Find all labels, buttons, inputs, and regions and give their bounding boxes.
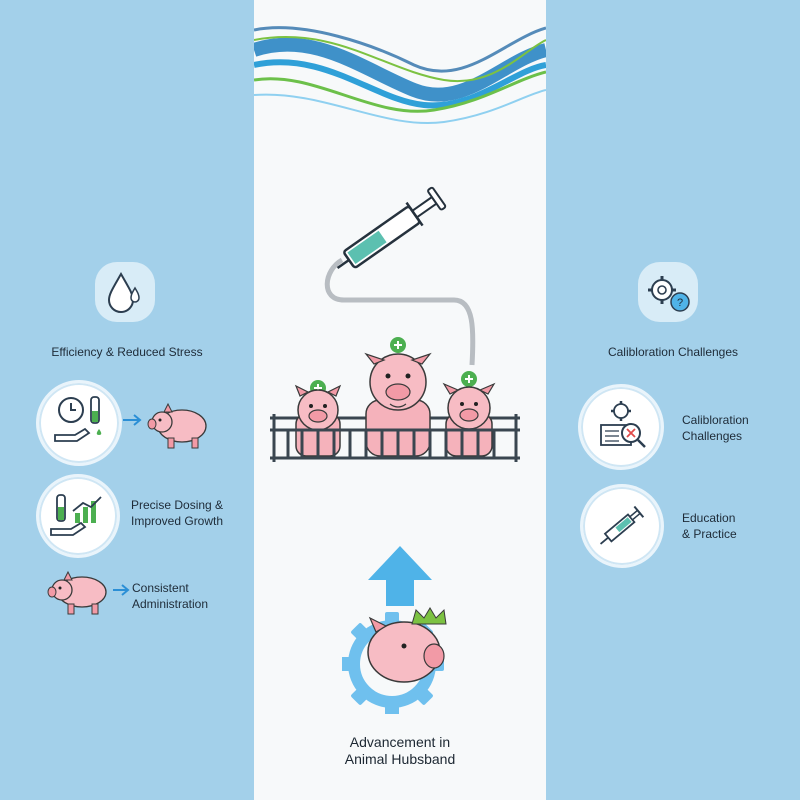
- gear-question-icon: ?: [648, 276, 690, 312]
- gear-question-icon-container: ?: [638, 262, 698, 322]
- right-item1-line2: Challenges: [682, 429, 743, 443]
- arrow-right-icon: [113, 584, 130, 596]
- left-item3-line1: Consistent: [132, 581, 189, 595]
- left-item2-line1: Precise Dosing &: [131, 498, 224, 512]
- right-heading: Calibloration Challenges: [607, 345, 739, 359]
- hand-icon: [50, 521, 87, 536]
- syringe-icon: [324, 186, 476, 366]
- pig-icon: [147, 402, 207, 449]
- book-magnifier-icon-circle: [578, 384, 664, 470]
- growth-chart-icon: [72, 496, 102, 523]
- left-item3-line2: Administration: [132, 597, 209, 611]
- arrow-right-icon: [123, 414, 142, 426]
- water-drop-icon: [107, 271, 140, 313]
- right-item2-label: Education & Practice: [682, 510, 737, 542]
- left-heading: Efficiency & Reduced Stress: [51, 345, 203, 359]
- bottom-title-line2: Animal Hubsband: [344, 751, 456, 767]
- right-item1-line1: Calibloration: [682, 413, 749, 427]
- right-item2-line2: & Practice: [682, 527, 737, 541]
- clock-icon: [58, 397, 84, 423]
- crown-icon: [411, 607, 447, 625]
- left-item3-label: Consistent Administration: [132, 580, 208, 612]
- pigs-in-pen-illustration: [270, 337, 520, 462]
- clock-dosing-icon-circle: [36, 380, 122, 466]
- left-item2-line2: Improved Growth: [131, 514, 224, 528]
- gear-icon: [342, 607, 447, 714]
- hand-icon: [54, 427, 91, 442]
- test-tube-icon: [56, 494, 66, 522]
- growth-icon-circle: [36, 474, 120, 558]
- syringe-icon: [599, 505, 645, 545]
- pig-icon: [367, 616, 445, 683]
- right-item1-label: Calibloration Challenges: [682, 412, 749, 444]
- syringe-icon-circle: [580, 484, 664, 568]
- svg-text:?: ?: [677, 297, 683, 309]
- bottom-title-line1: Advancement in: [349, 734, 451, 750]
- up-arrow-icon: [368, 546, 432, 606]
- bottom-title: Advancement in Animal Hubsband: [254, 734, 546, 768]
- right-item2-line1: Education: [682, 511, 736, 525]
- book-magnifier-icon: [600, 401, 646, 448]
- left-item2-label: Precise Dosing & Improved Growth: [131, 497, 223, 529]
- pig-icon: [47, 570, 107, 615]
- decorative-waves: [254, 26, 546, 124]
- water-drop-icon-container: [95, 262, 155, 322]
- test-tube-icon: [90, 396, 100, 424]
- pig-icon: [442, 382, 496, 457]
